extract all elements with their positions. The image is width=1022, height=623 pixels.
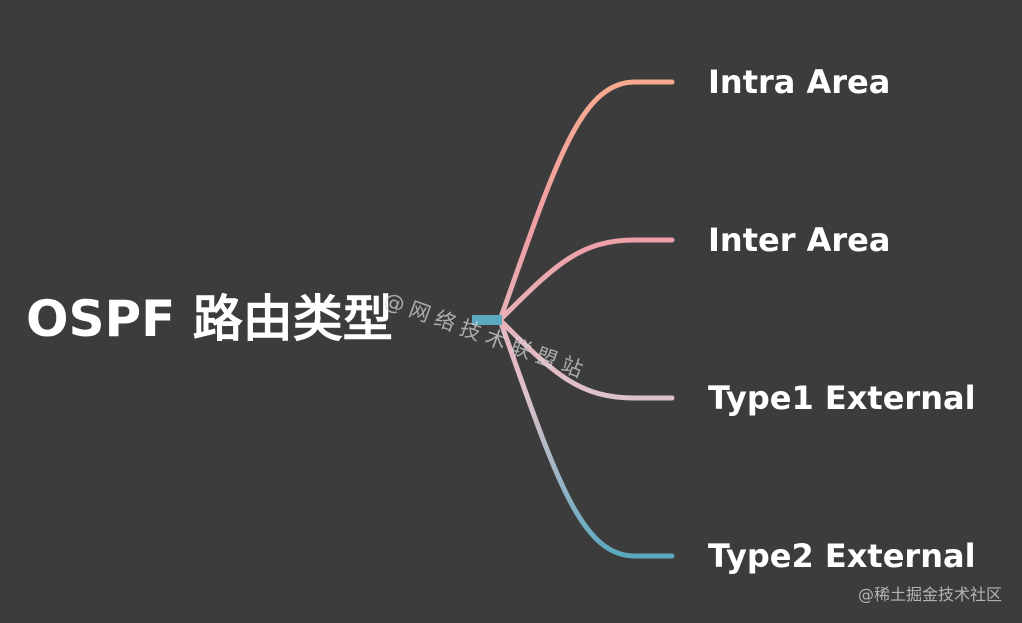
- connector-type2-external: [497, 317, 675, 559]
- branch-label-type2-external: Type2 External: [708, 537, 976, 575]
- branch-label-type1-external: Type1 External: [708, 379, 976, 417]
- connector-intra-area: [497, 79, 675, 323]
- watermark-corner: @稀土掘金技术社区: [857, 585, 1002, 604]
- connector-inter-area: [497, 237, 675, 323]
- branch-label-inter-area: Inter Area: [708, 221, 891, 259]
- branch-label-intra-area: Intra Area: [708, 63, 891, 101]
- root-node-title: OSPF 路由类型: [26, 290, 393, 348]
- connector-type1-external: [497, 317, 675, 401]
- root-connector-stub: [472, 315, 502, 325]
